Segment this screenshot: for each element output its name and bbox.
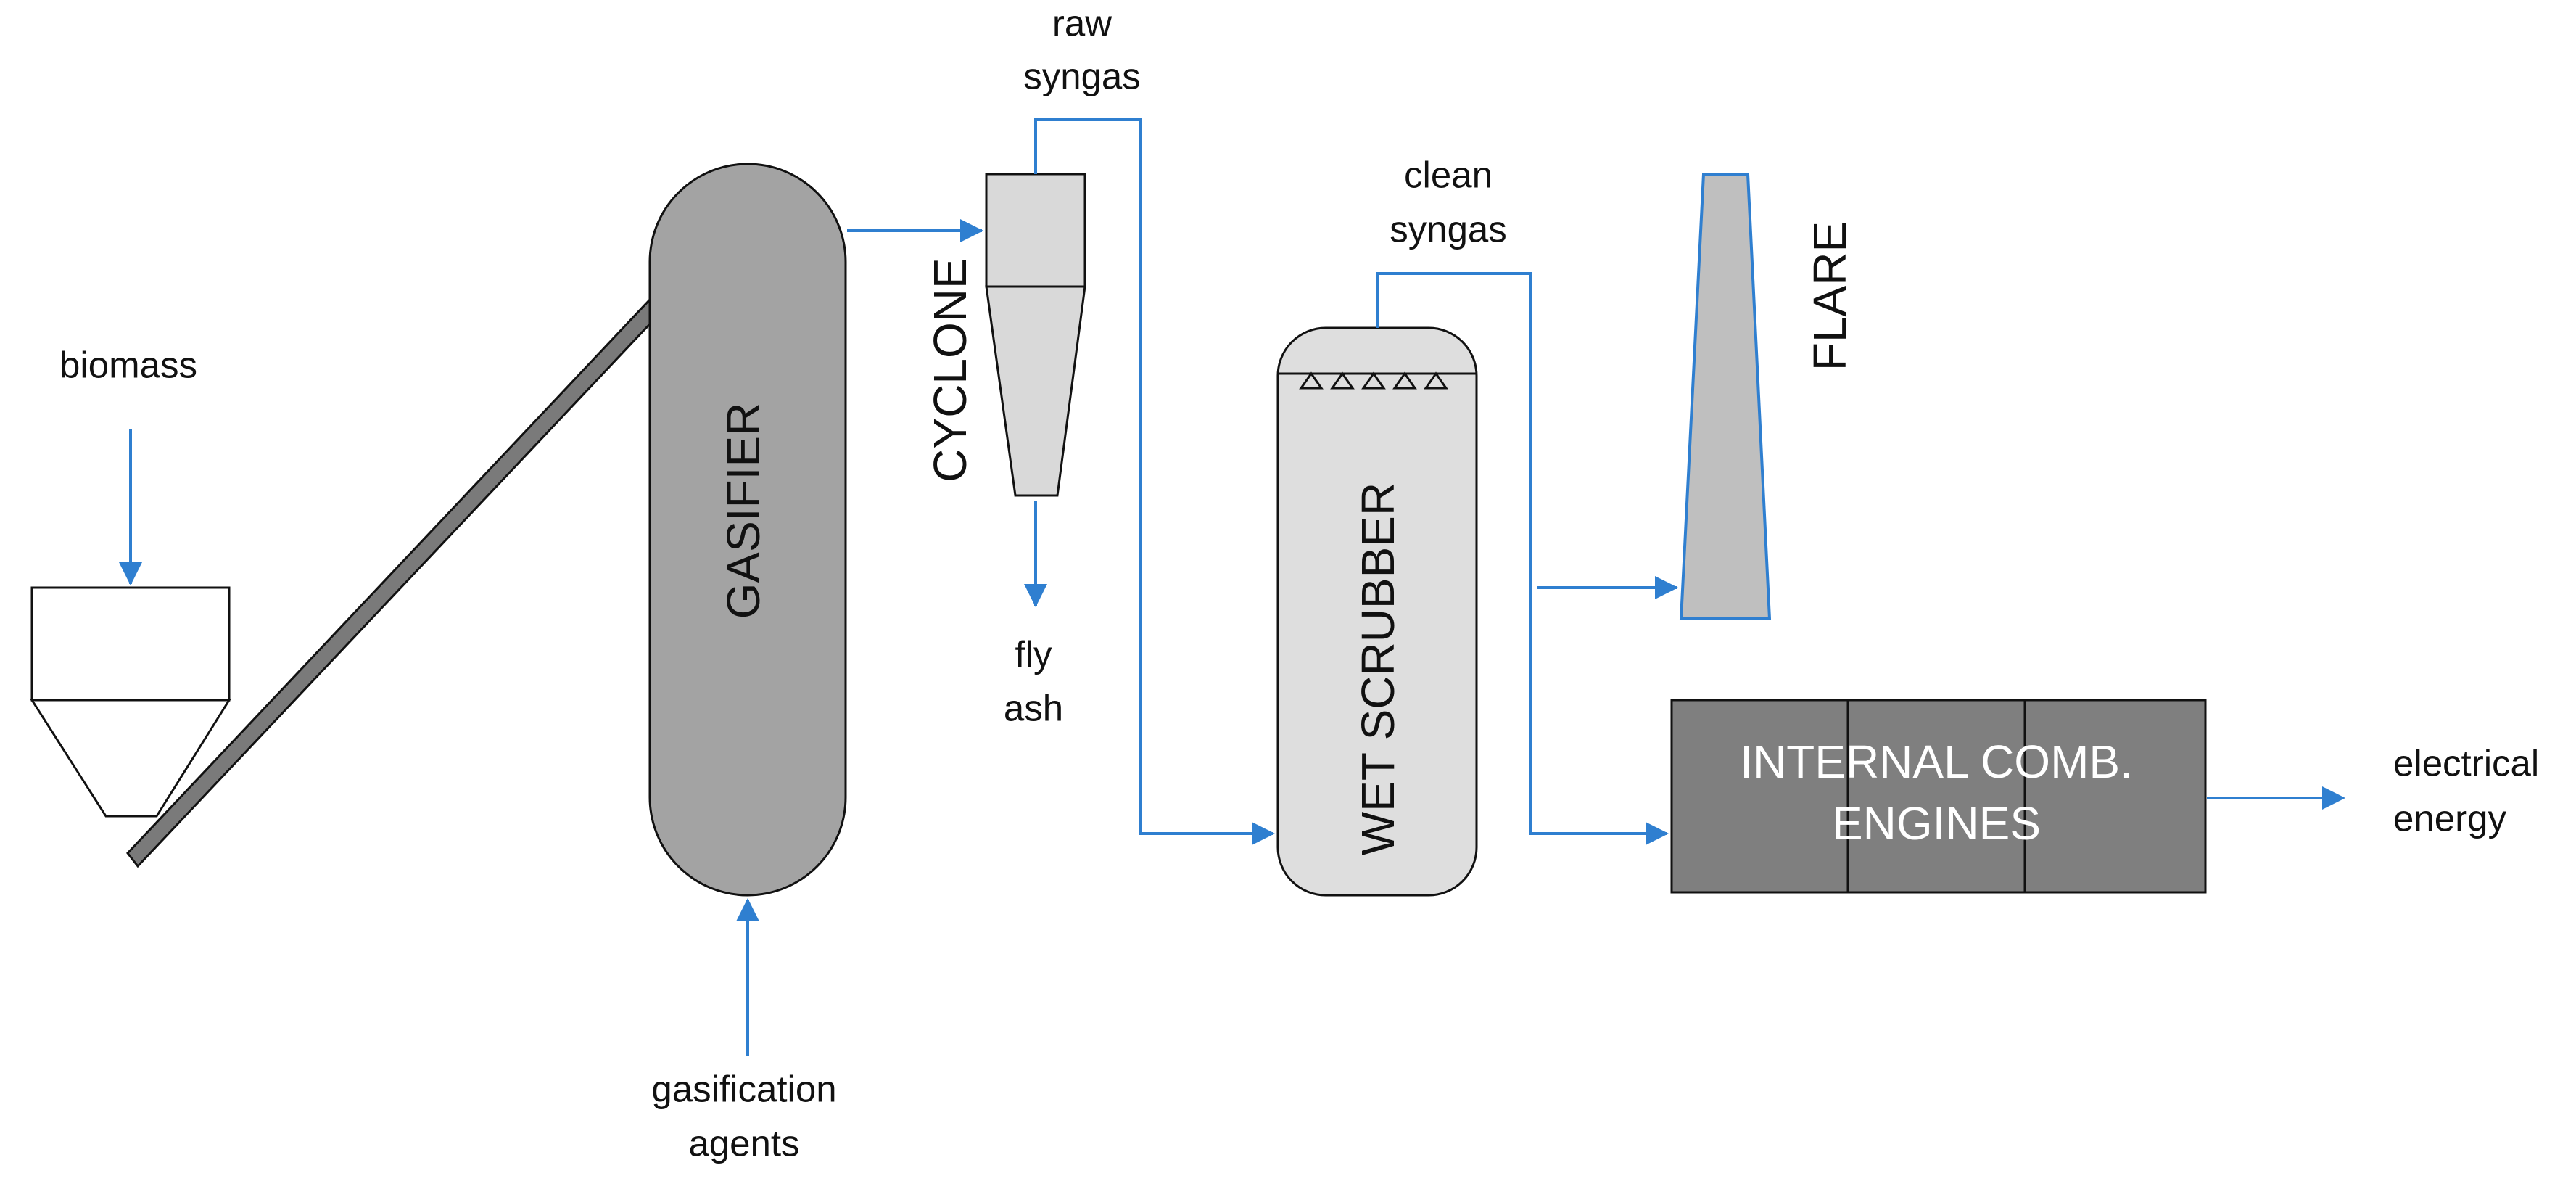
fly-ash-label-line2: ash [1004,687,1063,728]
biomass-label: biomass [59,344,197,385]
internal-combustion-engines [1670,699,2207,894]
clean-syngas-label-line2: syngas [1390,208,1507,250]
fly-ash-label-line1: fly [1015,633,1053,675]
clean-syngas-to-engines-arrow [1376,272,1669,845]
raw-syngas-label-line1: raw [1052,2,1112,44]
biomass-hopper [30,586,231,818]
clean-syngas-label-line1: clean [1404,154,1493,195]
engines-label-line1: INTERNAL COMB. [1740,736,2133,788]
electrical-energy-label-line2: energy [2393,797,2506,839]
engines-label-line2: ENGINES [1832,797,2041,850]
electrical-energy-label-line1: electrical [2393,742,2539,783]
cyclone-unit [985,173,1086,497]
raw-syngas-to-scrubber-arrow [1034,118,1275,845]
gasifier-vessel [648,163,847,897]
raw-syngas-label-line2: syngas [1023,55,1141,96]
flare-label: FLARE [1804,221,1856,371]
flare-stack [1679,173,1772,620]
spray-nozzles [1299,371,1448,390]
screw-conveyor [126,297,659,868]
gasification-agents-label-line1: gasification [651,1068,836,1109]
cyclone-label: CYCLONE [924,258,976,482]
gasifier-label: GASIFIER [717,403,769,620]
wet-scrubber-label: WET SCRUBBER [1352,482,1404,855]
gasification-agents-label-line2: agents [688,1122,799,1164]
